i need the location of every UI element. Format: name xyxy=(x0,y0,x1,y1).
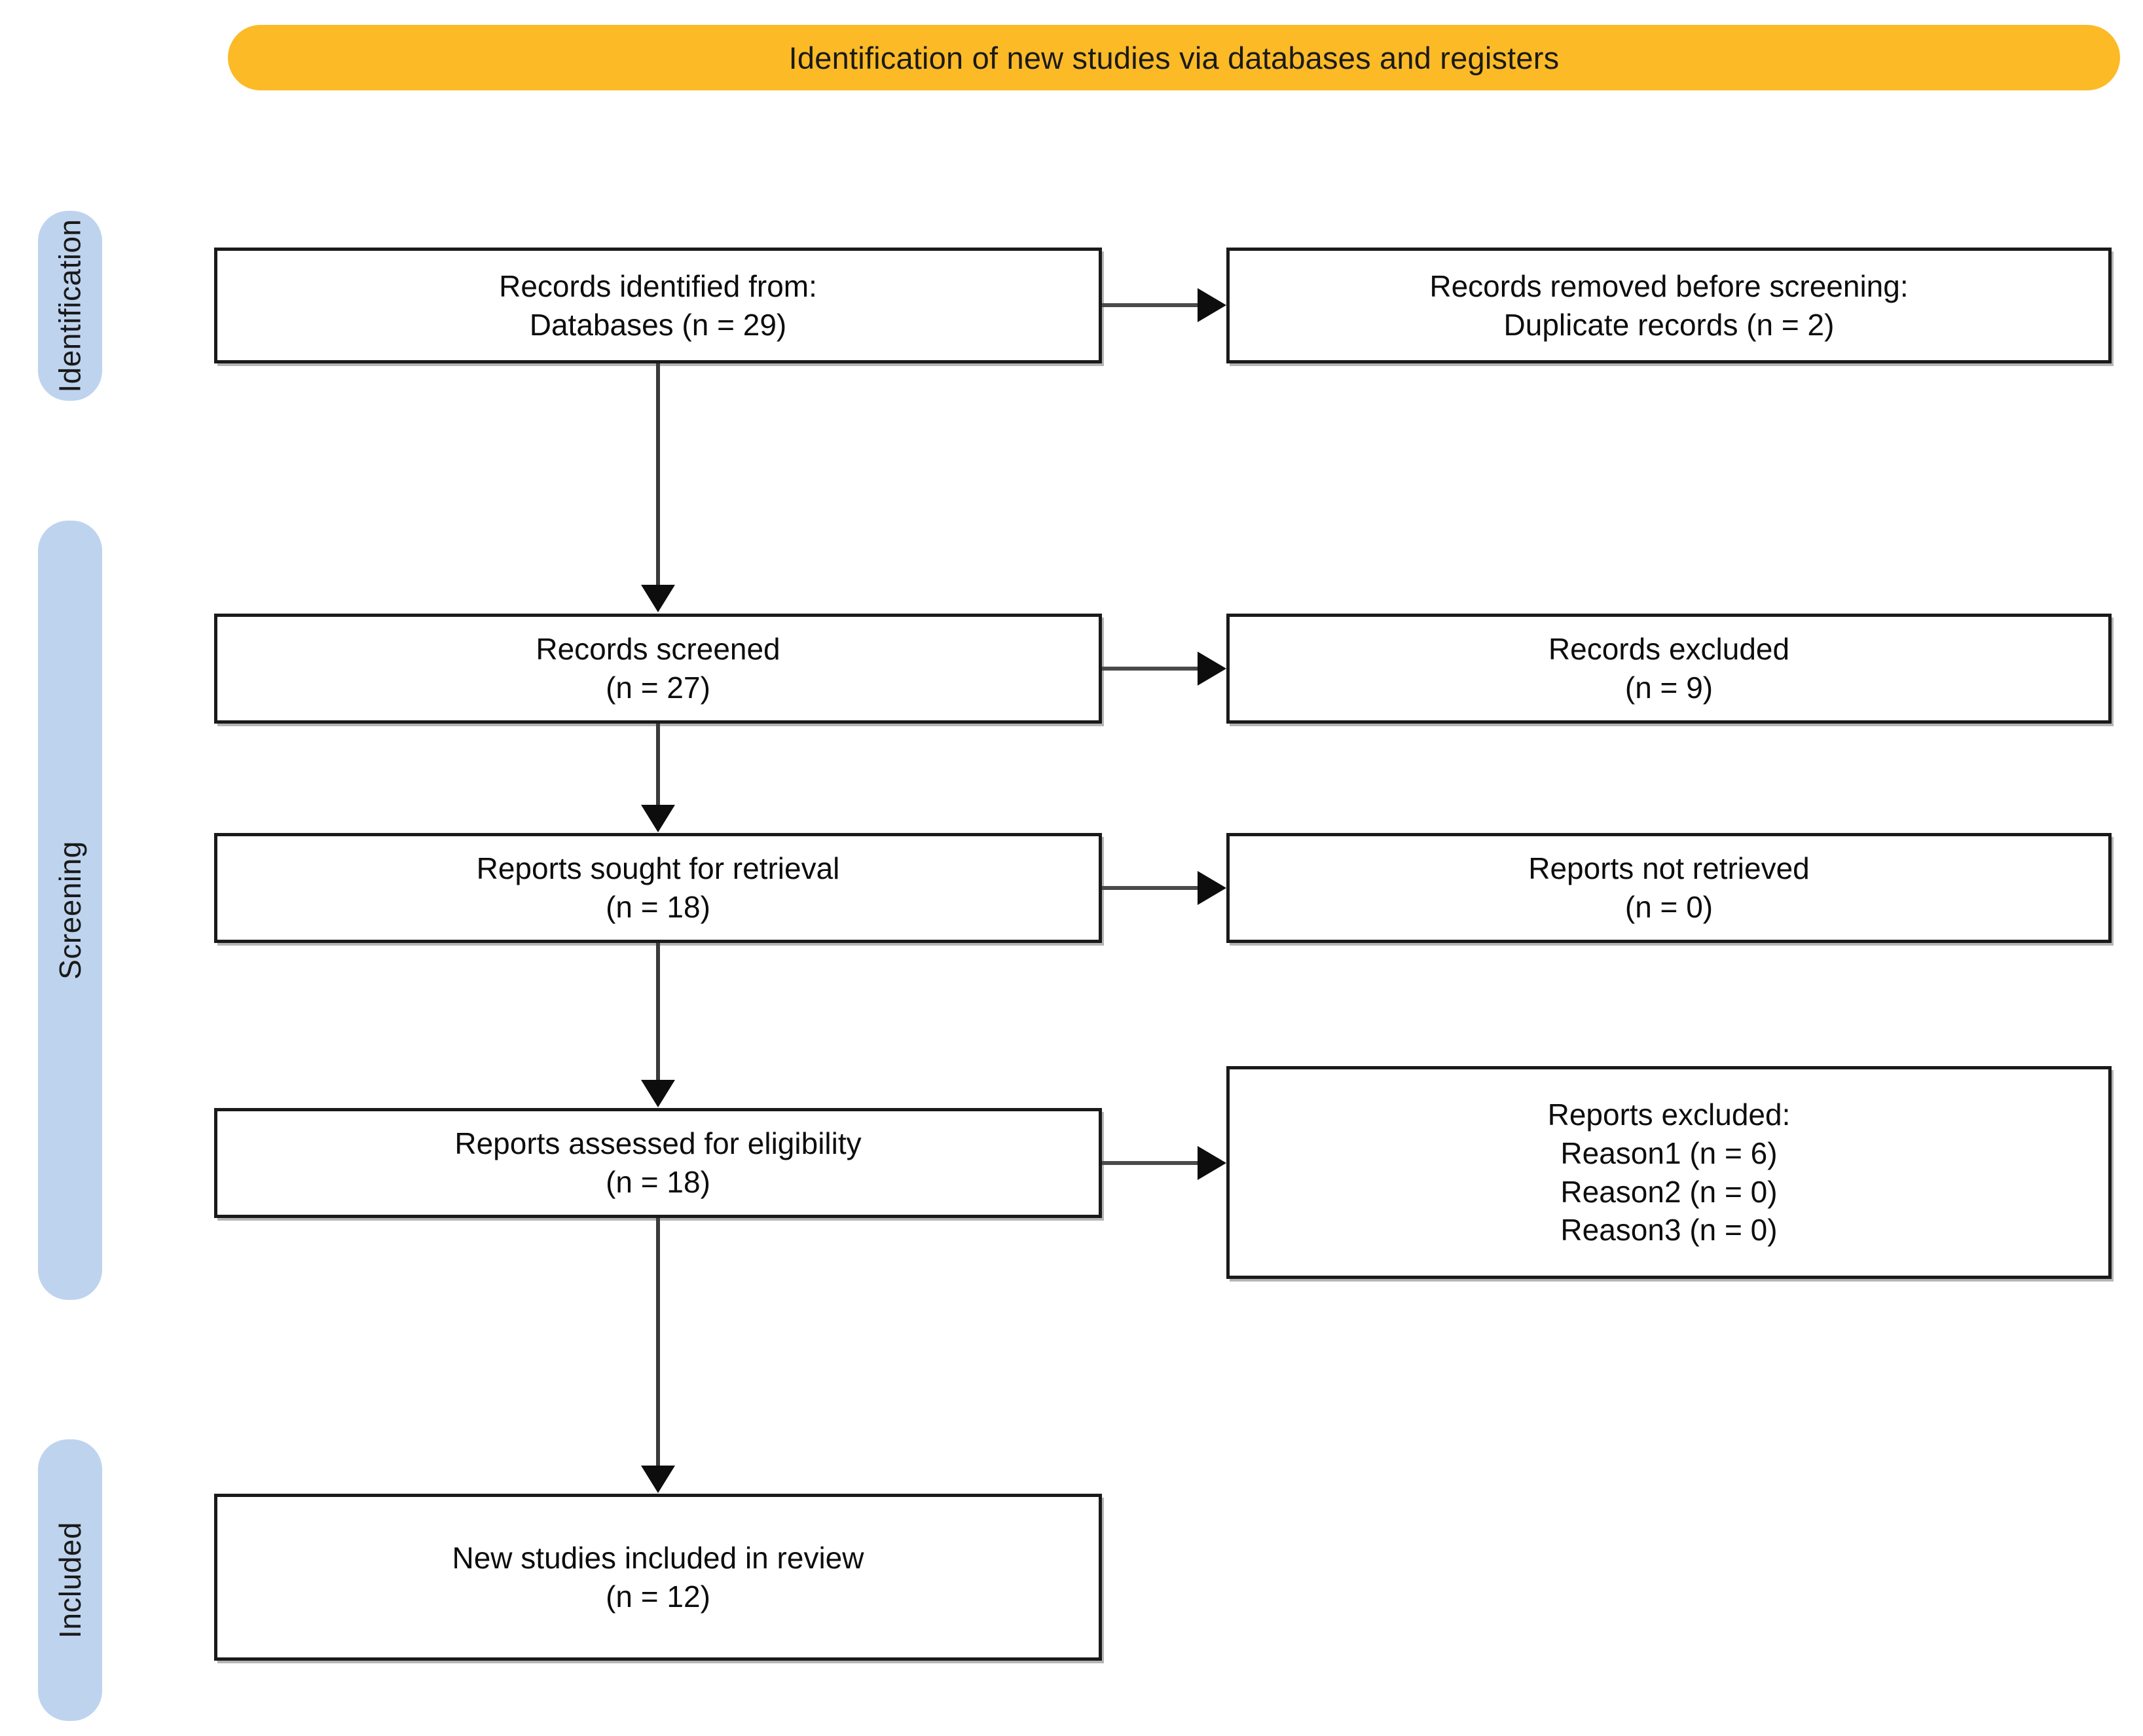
edge-sought-to-assessed-line xyxy=(656,943,660,1080)
node-line: Records screened xyxy=(536,632,780,667)
node-line: Reports excluded: xyxy=(1547,1097,1791,1132)
node-line: (n = 18) xyxy=(606,1165,710,1199)
edge-identified-to-screened-line xyxy=(656,363,660,585)
node-line: Reason3 (n = 0) xyxy=(1560,1213,1778,1247)
stage-label-identification: Identification xyxy=(53,219,87,393)
node-line: Reports not retrieved xyxy=(1528,851,1810,886)
node-reports-excluded: Reports excluded: Reason1 (n = 6) Reason… xyxy=(1226,1066,2112,1279)
edge-sought-to-assessed-arrowhead xyxy=(641,1080,675,1107)
edge-identified-to-removed-arrowhead xyxy=(1198,288,1226,322)
stage-label-included: Included xyxy=(53,1522,88,1638)
edge-assessed-to-reportsexcluded-arrowhead xyxy=(1198,1146,1226,1180)
stage-label-screening: Screening xyxy=(53,841,88,980)
node-line: (n = 18) xyxy=(606,890,710,924)
node-line: Records excluded xyxy=(1548,632,1790,667)
edge-screened-to-excluded-line xyxy=(1102,667,1199,671)
node-records-excluded: Records excluded (n = 9) xyxy=(1226,614,2112,724)
node-line: Reason1 (n = 6) xyxy=(1560,1136,1778,1170)
diagram-title: Identification of new studies via databa… xyxy=(788,40,1560,75)
node-line: Reports sought for retrieval xyxy=(476,851,840,886)
stage-pill-included: Included xyxy=(38,1439,102,1721)
node-line: Reason2 (n = 0) xyxy=(1560,1174,1778,1209)
node-line: (n = 9) xyxy=(1624,671,1713,705)
node-line: Reports assessed for eligibility xyxy=(454,1126,862,1161)
edge-screened-to-sought-arrowhead xyxy=(641,805,675,832)
edge-sought-to-notretrieved-arrowhead xyxy=(1198,871,1226,905)
edge-sought-to-notretrieved-line xyxy=(1102,886,1199,890)
node-records-screened: Records screened (n = 27) xyxy=(214,614,1102,724)
stage-pill-identification: Identification xyxy=(38,211,102,401)
node-new-studies-included: New studies included in review (n = 12) xyxy=(214,1494,1102,1661)
node-records-removed: Records removed before screening: Duplic… xyxy=(1226,248,2112,363)
node-line: Databases (n = 29) xyxy=(529,307,787,342)
node-reports-not-retrieved: Reports not retrieved (n = 0) xyxy=(1226,833,2112,943)
node-line: (n = 0) xyxy=(1624,890,1713,924)
node-line: (n = 27) xyxy=(606,671,710,705)
edge-screened-to-excluded-arrowhead xyxy=(1198,652,1226,686)
node-line: Duplicate records (n = 2) xyxy=(1503,307,1835,342)
node-line: New studies included in review xyxy=(452,1540,864,1575)
node-records-identified: Records identified from: Databases (n = … xyxy=(214,248,1102,363)
node-reports-assessed: Reports assessed for eligibility (n = 18… xyxy=(214,1108,1102,1218)
edge-identified-to-screened-arrowhead xyxy=(641,585,675,612)
edge-identified-to-removed-line xyxy=(1102,303,1199,307)
diagram-header-banner: Identification of new studies via databa… xyxy=(228,25,2120,90)
edge-assessed-to-included-arrowhead xyxy=(641,1466,675,1493)
node-line: Records identified from: xyxy=(499,268,817,303)
stage-pill-screening: Screening xyxy=(38,521,102,1300)
node-line: Records removed before screening: xyxy=(1429,268,1909,303)
edge-screened-to-sought-line xyxy=(656,724,660,805)
edge-assessed-to-included-line xyxy=(656,1218,660,1466)
edge-assessed-to-reportsexcluded-line xyxy=(1102,1161,1199,1165)
node-reports-sought: Reports sought for retrieval (n = 18) xyxy=(214,833,1102,943)
node-line: (n = 12) xyxy=(606,1579,710,1614)
